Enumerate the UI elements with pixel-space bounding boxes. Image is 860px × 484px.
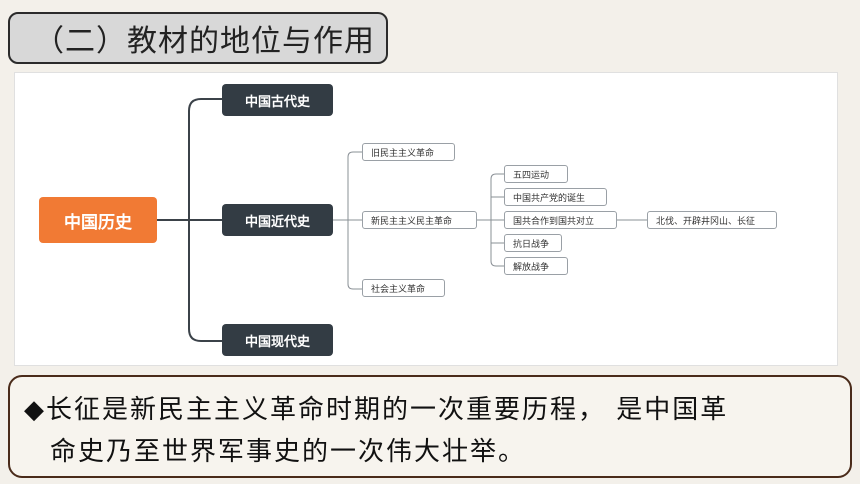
- node-modern-history: 中国近代史: [222, 204, 333, 236]
- mindmap-diagram: 中国历史 中国古代史 中国近代史 中国现代史 旧民主主义革命 新民主主义民主革命…: [14, 72, 838, 366]
- node-ancient-history: 中国古代史: [222, 84, 333, 116]
- node-kmt-cpc-cooperation: 国共合作到国共对立: [504, 211, 617, 229]
- node-contemporary-history: 中国现代史: [222, 324, 333, 356]
- node-anti-japanese-war: 抗日战争: [504, 234, 562, 252]
- node-long-march-events: 北伐、开辟井冈山、长征: [647, 211, 777, 229]
- section-title: （二）教材的地位与作用: [34, 24, 375, 59]
- node-new-democratic-revolution: 新民主主义民主革命: [362, 211, 477, 229]
- connector-lines: [157, 98, 647, 342]
- statement-box: ◆长征是新民主主义革命时期的一次重要历程， 是中国革 命史乃至世界军事史的一次伟…: [8, 375, 852, 478]
- statement-line-1: ◆长征是新民主主义革命时期的一次重要历程， 是中国革: [24, 395, 729, 425]
- node-socialist-revolution: 社会主义革命: [362, 279, 445, 297]
- section-title-box: （二）教材的地位与作用: [8, 12, 388, 64]
- node-old-democratic-revolution: 旧民主主义革命: [362, 143, 455, 161]
- node-may-fourth-movement: 五四运动: [504, 165, 568, 183]
- statement-line-2: 命史乃至世界军事史的一次伟大壮举。: [50, 437, 527, 467]
- root-node-chinese-history: 中国历史: [39, 197, 157, 243]
- node-cpc-founding: 中国共产党的诞生: [504, 188, 607, 206]
- node-liberation-war: 解放战争: [504, 257, 568, 275]
- bullet-diamond-icon: ◆: [24, 395, 46, 425]
